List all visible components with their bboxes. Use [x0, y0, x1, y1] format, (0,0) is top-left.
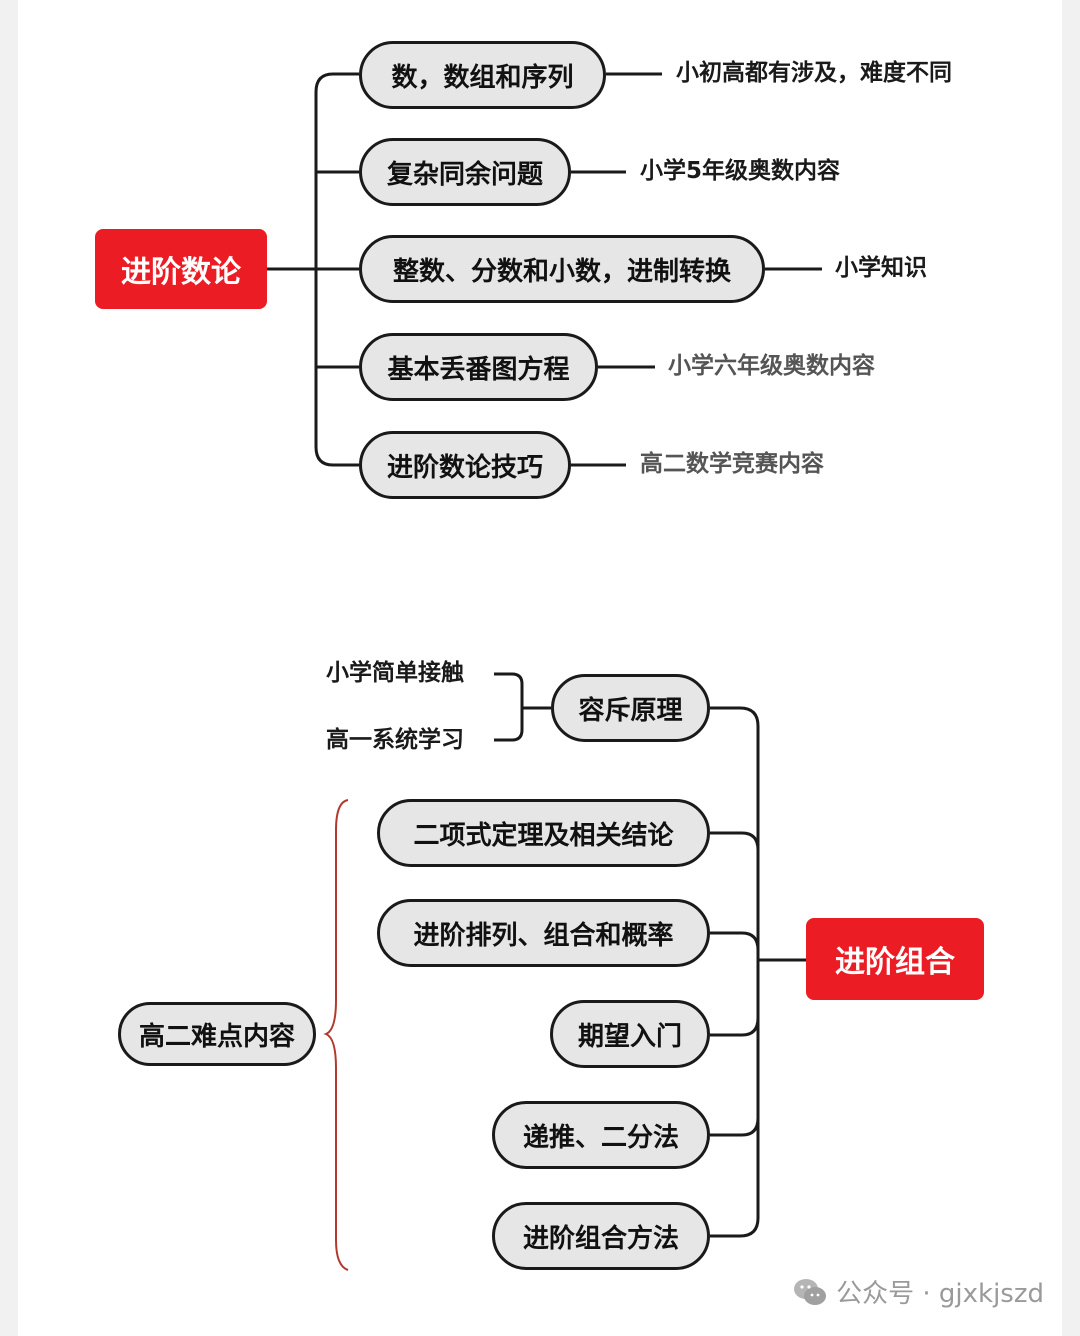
wechat-icon	[794, 1278, 827, 1305]
topic-number-bases[interactable]: 整数、分数和小数，进制转换	[359, 235, 765, 303]
topic-sequences[interactable]: 数，数组和序列	[359, 41, 606, 109]
topic-congruence[interactable]: 复杂同余问题	[359, 138, 571, 206]
topic-expectation[interactable]: 期望入门	[550, 1000, 710, 1068]
note-diophantine: 小学六年级奥数内容	[668, 353, 875, 379]
watermark: 公众号 · gjxkjszd	[792, 1273, 1044, 1310]
group-grade11-difficult[interactable]: 高二难点内容	[118, 1002, 316, 1066]
note-nt-techniques: 高二数学竞赛内容	[640, 451, 824, 477]
curly-brace	[323, 799, 349, 1271]
note-congruence: 小学5年级奥数内容	[640, 158, 841, 184]
topic-binomial-theorem[interactable]: 二项式定理及相关结论	[377, 799, 710, 867]
note-grade10-systematic: 高一系统学习	[326, 727, 464, 753]
note-sequences: 小初高都有涉及，难度不同	[676, 60, 952, 86]
topic-combinatorial-methods[interactable]: 进阶组合方法	[492, 1202, 710, 1270]
topic-inclusion-exclusion[interactable]: 容斥原理	[551, 674, 710, 742]
root-combinatorics[interactable]: 进阶组合	[806, 918, 984, 1000]
root-number-theory[interactable]: 进阶数论	[95, 229, 267, 309]
topic-nt-techniques[interactable]: 进阶数论技巧	[359, 431, 571, 499]
note-primary-intro: 小学简单接触	[326, 660, 464, 686]
topic-diophantine[interactable]: 基本丢番图方程	[359, 333, 598, 401]
topic-permutations-probability[interactable]: 进阶排列、组合和概率	[377, 899, 710, 967]
watermark-text: 公众号 · gjxkjszd	[836, 1279, 1044, 1309]
topic-recursion-bisection[interactable]: 递推、二分法	[492, 1101, 710, 1169]
note-number-bases: 小学知识	[835, 255, 927, 281]
